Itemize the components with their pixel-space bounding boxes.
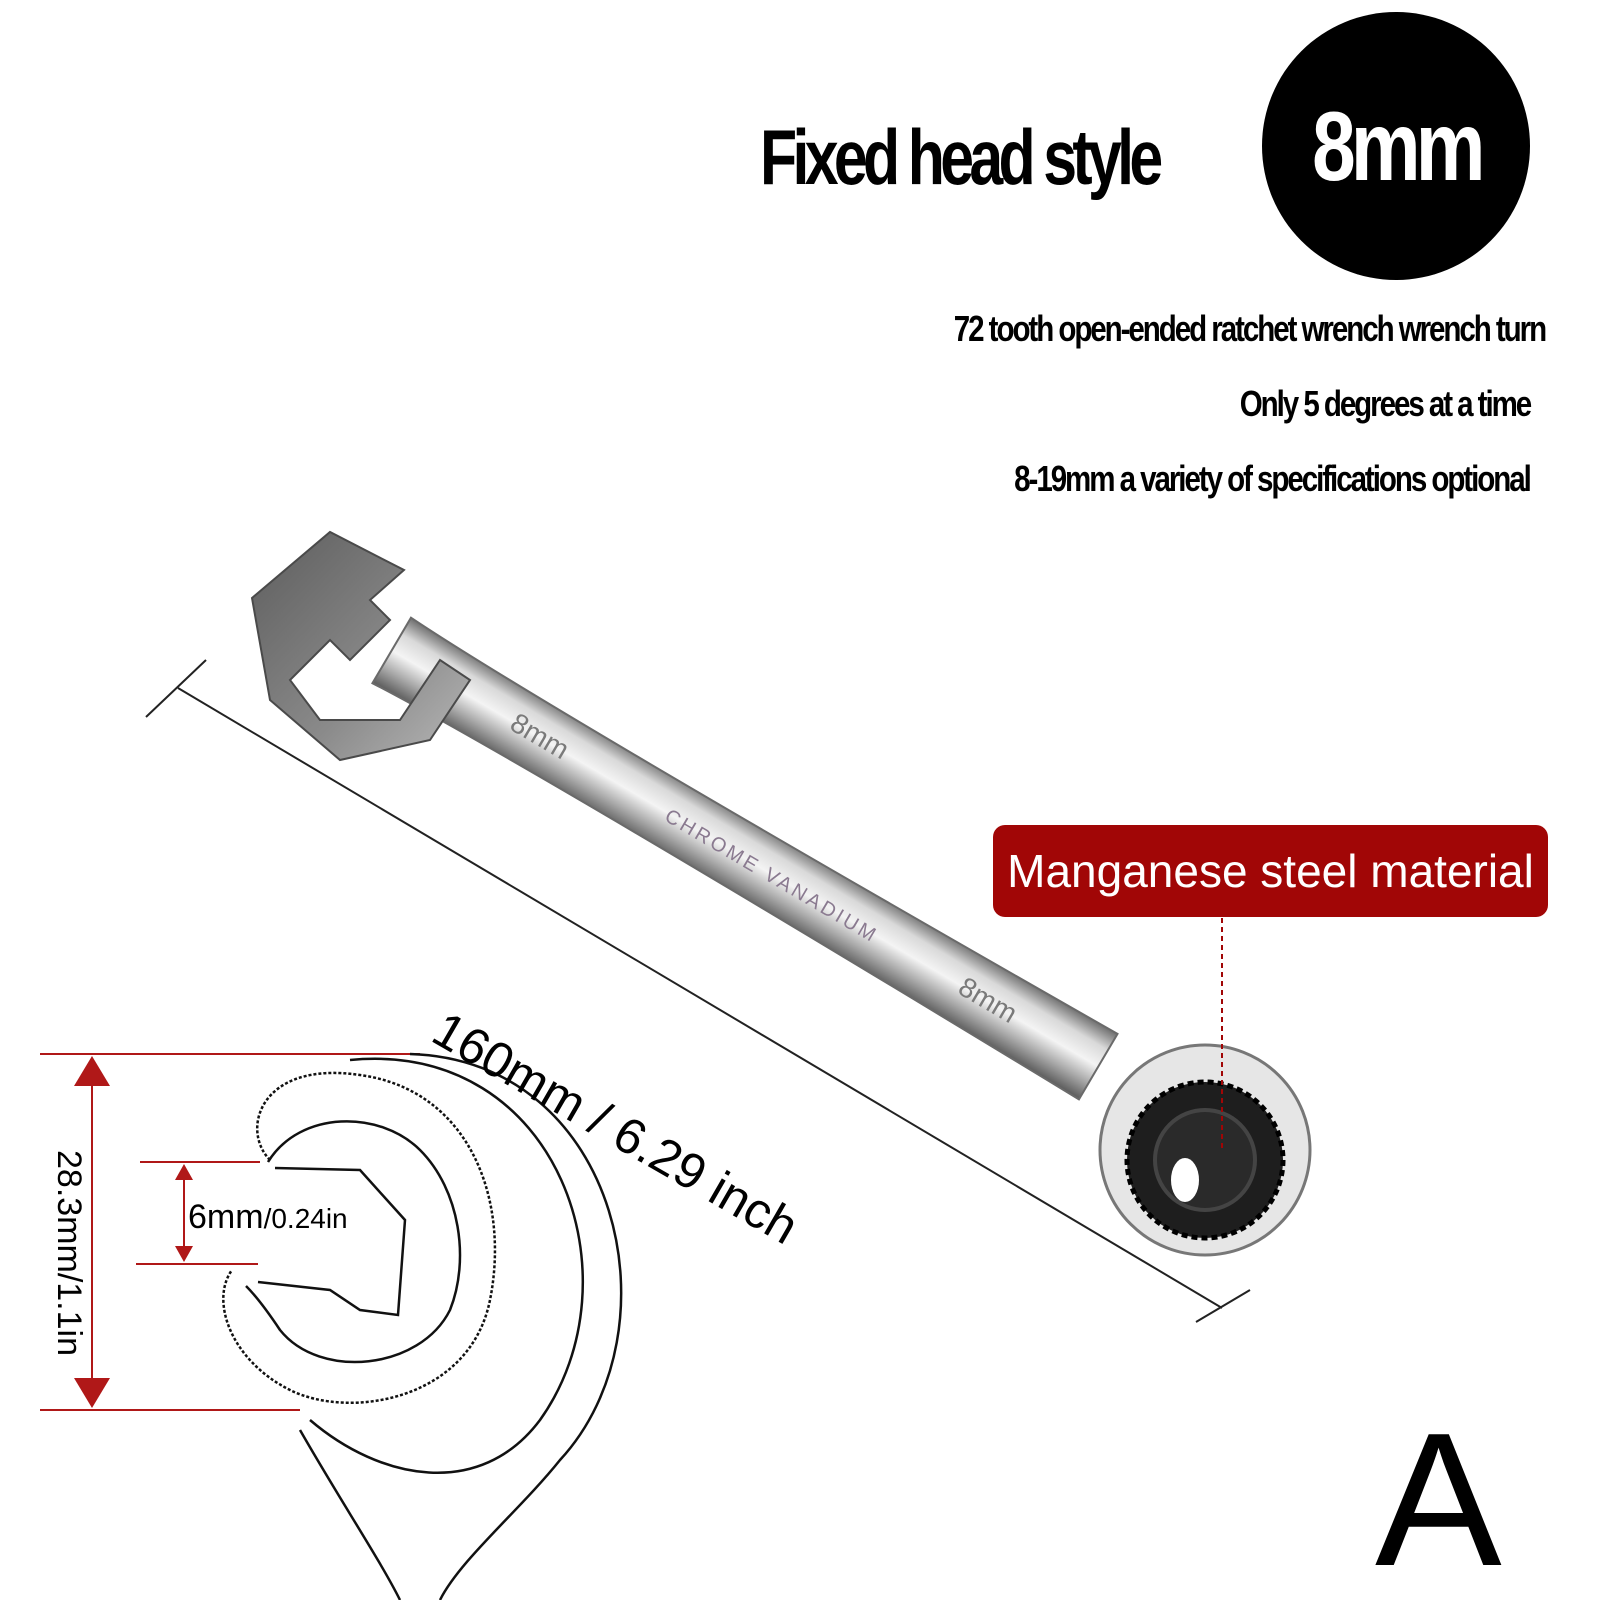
material-callout-text: Manganese steel material	[1007, 845, 1534, 897]
feature-line-1: 72 tooth open-ended ratchet wrench wrenc…	[953, 308, 1547, 349]
opening-dimension	[136, 1161, 260, 1265]
length-dimension-line	[145, 659, 1251, 1323]
feature-line-3: 8-19mm a variety of specifications optio…	[1014, 458, 1532, 499]
svg-text:CHROME VANADIUM: CHROME VANADIUM	[661, 805, 882, 948]
material-callout: Manganese steel material	[993, 825, 1548, 917]
opening-in: /0.24in	[263, 1203, 348, 1234]
variant-label: A	[1375, 1394, 1502, 1606]
feature-line-2: Only 5 degrees at a time	[1239, 383, 1532, 424]
opening-mm: 6mm	[188, 1198, 264, 1236]
opening-width-label: 6mm/0.24in	[188, 1198, 348, 1237]
head-height-dimension	[40, 1053, 420, 1411]
size-badge-text: 8mm	[1311, 90, 1485, 201]
ratchet-head-drawing	[222, 1052, 623, 1600]
head-height-label: 28.3mm/1.1in	[50, 1150, 88, 1356]
page-title: Fixed head style	[760, 113, 1163, 201]
size-badge: 8mm	[1262, 12, 1530, 280]
